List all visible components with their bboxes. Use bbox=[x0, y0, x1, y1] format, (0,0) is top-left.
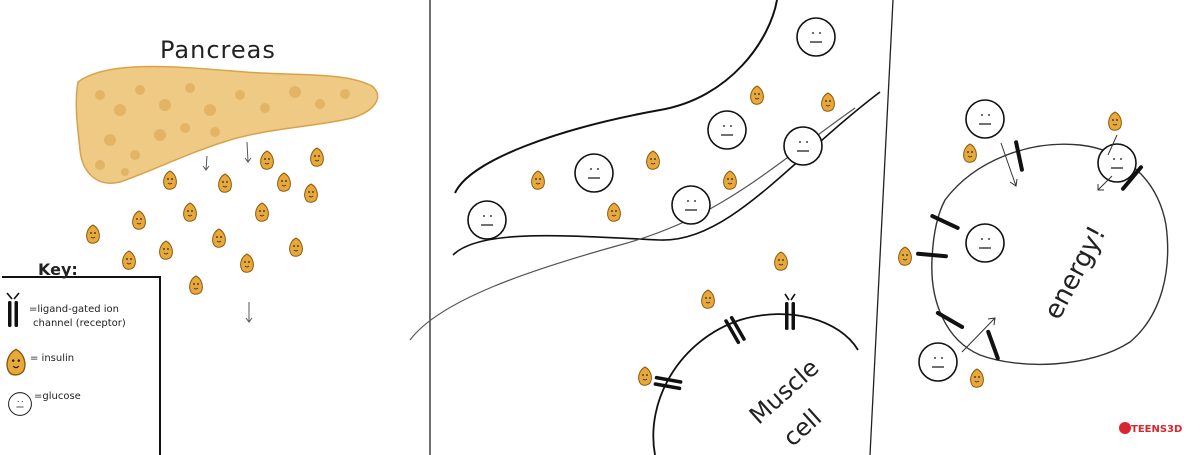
legend-receptor-label-line1: =ligand-gated ion bbox=[29, 304, 119, 315]
energy-label: energy! bbox=[1038, 221, 1112, 324]
panel-energy: energy! bbox=[898, 99, 1169, 388]
insulin-molecule bbox=[821, 92, 835, 112]
insulin-molecule bbox=[701, 289, 715, 309]
insulin-molecule bbox=[898, 246, 912, 266]
pancreas-organ bbox=[75, 65, 379, 184]
insulin-molecule bbox=[260, 150, 274, 170]
insulin-molecule bbox=[277, 172, 291, 192]
insulin-molecule bbox=[212, 228, 226, 248]
legend-receptor-symbol bbox=[6, 292, 20, 327]
glucose-molecule bbox=[796, 17, 836, 57]
glucose-molecule bbox=[918, 342, 958, 382]
glucose-molecule bbox=[965, 99, 1005, 139]
insulin-molecule bbox=[970, 368, 984, 388]
insulin-molecule bbox=[122, 250, 136, 270]
insulin-molecule bbox=[607, 202, 621, 222]
legend-insulin-symbol bbox=[6, 348, 26, 376]
insulin-molecule bbox=[638, 366, 652, 386]
panel-blood-vessel: Muscle cell bbox=[409, 0, 881, 455]
glucose-molecule bbox=[965, 223, 1005, 263]
receptor bbox=[653, 375, 683, 391]
glucose-molecule bbox=[467, 200, 507, 240]
legend-insulin-label: = insulin bbox=[30, 353, 74, 364]
insulin-molecule bbox=[163, 170, 177, 190]
insulin-molecule bbox=[774, 251, 788, 271]
insulin-molecule bbox=[531, 170, 545, 190]
glucose-molecule bbox=[671, 185, 711, 225]
insulin-molecule bbox=[310, 147, 324, 167]
insulin-molecule bbox=[646, 150, 660, 170]
legend-glucose-symbol bbox=[8, 392, 32, 416]
muscle-receptors bbox=[653, 293, 796, 391]
vessel-wall-bottom bbox=[452, 91, 881, 256]
energy-arrows bbox=[961, 134, 1118, 353]
insulin-molecule bbox=[255, 202, 269, 222]
insulin-molecule bbox=[963, 143, 977, 163]
glucose-molecule bbox=[1097, 143, 1137, 183]
logo-text: TEENS3D bbox=[1131, 424, 1182, 435]
insulin-molecule bbox=[289, 237, 303, 257]
insulin-molecule bbox=[86, 224, 100, 244]
insulin-molecule bbox=[218, 173, 232, 193]
teens3d-logo: TEENS3D bbox=[1119, 422, 1182, 435]
insulin-molecule bbox=[189, 275, 203, 295]
legend-glucose-label: =glucose bbox=[34, 391, 81, 402]
channel bbox=[935, 310, 965, 330]
insulin-molecule bbox=[240, 253, 254, 273]
muscle-cell-label-line2: cell bbox=[778, 404, 827, 452]
vessel-wall-top bbox=[454, 0, 778, 194]
legend-box: Key: =ligand-gated ion channel (receptor… bbox=[2, 260, 161, 455]
insulin-molecule bbox=[304, 183, 318, 203]
insulin-molecule bbox=[1108, 111, 1122, 131]
insulin-molecule bbox=[183, 202, 197, 222]
glucose-molecule bbox=[574, 153, 614, 193]
pancreas-texture bbox=[95, 83, 350, 176]
panel-pancreas: Pancreas bbox=[2, 36, 379, 455]
legend-receptor-label-line2: channel (receptor) bbox=[33, 318, 126, 329]
release-arrows bbox=[202, 141, 253, 323]
insulin-molecule bbox=[159, 240, 173, 260]
glucose-molecule bbox=[783, 126, 823, 166]
insulin-molecule bbox=[750, 85, 764, 105]
legend-title: Key: bbox=[38, 260, 78, 279]
receptor bbox=[784, 293, 796, 330]
pancreas-title: Pancreas bbox=[160, 36, 276, 64]
vessel-glucose bbox=[467, 17, 836, 240]
energy-cell-membrane bbox=[931, 143, 1169, 366]
muscle-cell-membrane bbox=[652, 313, 859, 455]
insulin-molecule bbox=[723, 170, 737, 190]
panel-divider-right bbox=[869, 0, 894, 455]
channel bbox=[1013, 139, 1025, 173]
channel bbox=[985, 329, 1001, 361]
glucose-molecule bbox=[707, 110, 747, 150]
insulin-molecule bbox=[132, 210, 146, 230]
channel bbox=[929, 213, 961, 231]
vessel-outer-line bbox=[409, 107, 856, 341]
